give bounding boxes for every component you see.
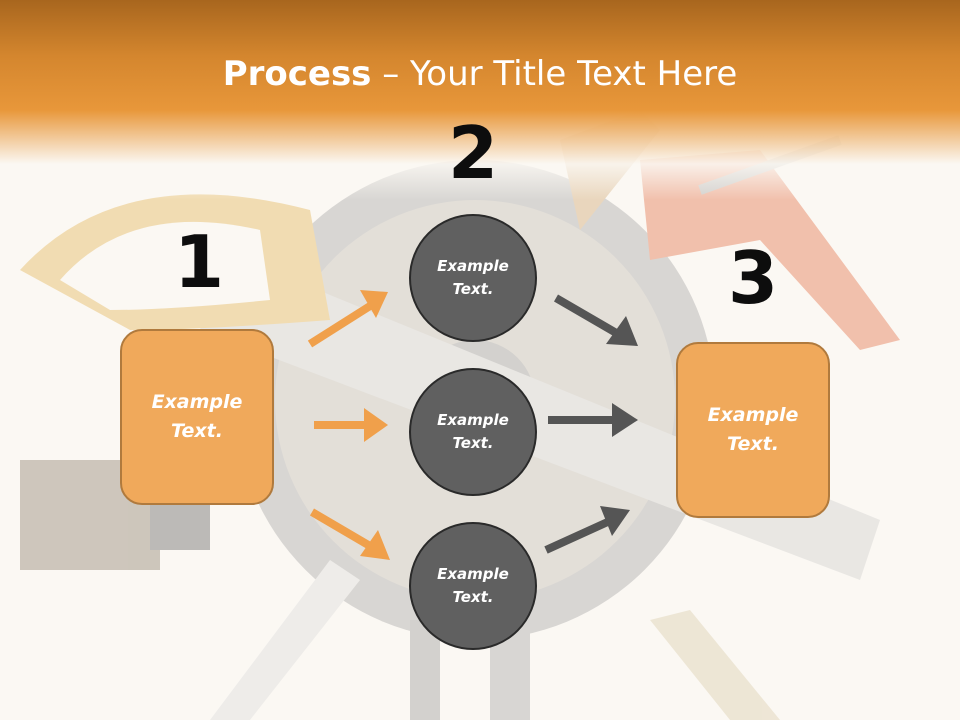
process-circle-middle[interactable]: Example Text. xyxy=(409,368,537,496)
step-3-text: Example Text. xyxy=(707,404,799,455)
step-3-box[interactable]: Example Text. xyxy=(676,342,830,518)
step-1-box[interactable]: Example Text. xyxy=(120,329,274,505)
circle-middle-text: Example Text. xyxy=(437,411,509,452)
circle-bottom-text: Example Text. xyxy=(437,565,509,606)
arrow-gray-up xyxy=(544,506,630,554)
header-band xyxy=(0,0,960,200)
process-circle-top[interactable]: Example Text. xyxy=(409,214,537,342)
arrow-orange-up xyxy=(307,290,388,348)
circle-top-text: Example Text. xyxy=(437,257,509,298)
arrow-gray-down xyxy=(553,294,638,346)
arrow-orange-right xyxy=(314,408,388,442)
process-circle-bottom[interactable]: Example Text. xyxy=(409,522,537,650)
step-1-text: Example Text. xyxy=(151,391,243,442)
step-number-3: 3 xyxy=(727,236,779,320)
slide-title: Process – Your Title Text Here xyxy=(0,52,960,96)
step-number-2: 2 xyxy=(447,111,499,195)
step-number-1: 1 xyxy=(173,220,225,304)
title-rest: – Your Title Text Here xyxy=(371,54,738,94)
arrow-gray-right xyxy=(548,403,638,437)
title-bold: Process xyxy=(222,54,372,94)
arrow-orange-down xyxy=(309,508,390,560)
